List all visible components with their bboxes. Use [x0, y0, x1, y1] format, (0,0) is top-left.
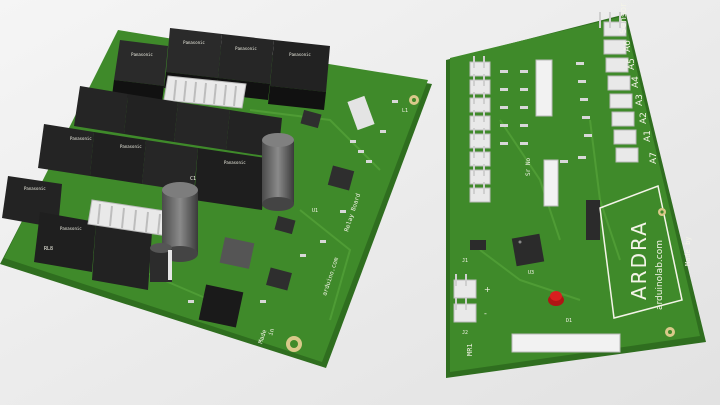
brand-logo-text: ARDRA [627, 220, 651, 300]
channel-label: A7 [649, 152, 659, 164]
relay [34, 212, 96, 272]
left-header-top [163, 75, 247, 109]
brand-url: arduinolab.com [655, 240, 665, 310]
relay [124, 94, 178, 142]
silk-mark: J2 [462, 330, 468, 336]
header-pins-icon [473, 56, 485, 194]
right-connector-column [599, 12, 639, 163]
capacitor-small [150, 243, 172, 282]
brand-outline [599, 184, 683, 319]
ic-chip [327, 165, 355, 191]
channel-label: A1 [643, 130, 653, 142]
left-relay-board: Panasonic Panasonic Panasonic Panasonic [0, 28, 432, 368]
silk-mark: RL8 [44, 246, 53, 252]
relay-row-3: Panasonic Panasonic Panasonic [38, 124, 266, 210]
right-sensor-board: A7 A1 A2 A3 A4 A5 A6 Sensor Sr No [446, 3, 706, 378]
silk-mark: MR1 [466, 343, 474, 356]
relay [92, 222, 152, 290]
silk-made: Made [257, 328, 268, 344]
header-pins-icon [599, 12, 621, 28]
channel-label: A5 [627, 58, 637, 70]
channel-label: A3 [635, 94, 645, 106]
relay-label: Panasonic [183, 40, 205, 45]
ic-chip [274, 215, 296, 235]
silk-mark: L1 [402, 108, 408, 114]
relay-label: Panasonic [70, 136, 92, 141]
connector-small [347, 95, 375, 131]
led-icon [548, 291, 564, 306]
silk-mark: C1 [190, 176, 196, 182]
relay-label: Panasonic [131, 52, 153, 57]
resistor-array [500, 62, 592, 163]
ic-chip [266, 267, 292, 291]
silk-in: in [267, 327, 276, 336]
relay [142, 140, 198, 192]
regulator-chip [219, 237, 255, 269]
capacitor-tall [262, 133, 294, 211]
channel-label: A2 [639, 112, 649, 124]
relay-label: Panasonic [224, 160, 246, 165]
ic-chip [470, 240, 486, 250]
channel-labels: A7 A1 A2 A3 A4 A5 A6 Sensor [619, 3, 659, 164]
relay-label: Panasonic [120, 144, 142, 149]
inductor-block [198, 284, 244, 328]
ic-chip [300, 109, 322, 129]
silk-mark: J1 [462, 258, 468, 264]
power-connector [453, 274, 477, 323]
relay: Panasonic [112, 40, 168, 102]
left-connector-column [469, 56, 491, 203]
relay [90, 132, 146, 184]
relay-label: Panasonic [235, 46, 257, 51]
mounting-hole-icon [409, 95, 419, 105]
label-box [543, 159, 559, 207]
relay-row-4: Panasonic Panasonic [2, 176, 152, 290]
silk-mark: U1 [312, 208, 318, 214]
channel-label: A4 [631, 76, 641, 88]
label-box [535, 59, 553, 117]
right-board-surface [450, 16, 700, 372]
relay-label: Panasonic [60, 226, 82, 231]
relay [38, 124, 94, 176]
polarity-plus: + [484, 285, 491, 294]
smd-components [188, 100, 398, 303]
ic-chip [586, 200, 600, 240]
mounting-hole-icon [286, 336, 302, 352]
bottom-label-box [511, 333, 621, 353]
relay [194, 148, 266, 210]
relay: Panasonic [268, 40, 330, 110]
relay [74, 86, 128, 134]
polarity-minus: - [484, 309, 487, 318]
relay-label: Panasonic [24, 186, 46, 191]
mounting-hole-icon [658, 208, 666, 216]
made-by-label: Made by [684, 236, 692, 266]
silk-mark: U3 [528, 270, 534, 276]
microcontroller-chip [511, 233, 545, 267]
relay [174, 102, 230, 150]
serial-label: Sr No [525, 158, 532, 176]
silk-mark: D1 [566, 318, 572, 324]
relay-label: Panasonic [289, 52, 311, 57]
capacitor-large [162, 182, 198, 262]
channel-label: Sensor [619, 3, 629, 34]
channel-label: A6 [623, 40, 633, 52]
mounting-hole-icon [665, 327, 675, 337]
